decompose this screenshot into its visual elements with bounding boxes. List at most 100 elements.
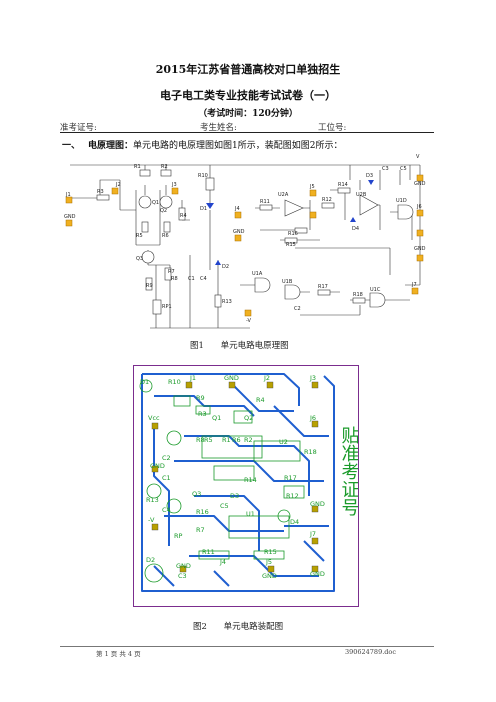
sch-label-c4: C4	[200, 276, 207, 282]
header-rule	[60, 132, 434, 133]
exam-time-note: （考试时间：120分钟）	[198, 109, 298, 119]
sch-label-u1c: U1C	[370, 287, 381, 293]
sch-label-r10: R10	[198, 173, 208, 179]
question-text: 单元电路的电原理图如图1所示，装配图如图2所示：	[133, 141, 343, 151]
pcb-label-j5: J5	[265, 558, 272, 566]
question-number: 一、	[62, 141, 81, 151]
pcb-label-j7: J7	[309, 530, 316, 538]
pcb-label-gnd4: GND	[310, 570, 325, 578]
pcb-label-q3: Q3	[192, 490, 201, 498]
pcb-label-r6: R6	[232, 436, 241, 444]
sch-label-c1: C1	[188, 276, 195, 282]
sch-label-r11: R11	[260, 199, 270, 205]
sch-label-u1d: U1D	[396, 198, 407, 204]
pcb-label-u2: U2	[279, 438, 288, 446]
gate-u1c	[369, 292, 386, 308]
question-1: 一、电原理图：单元电路的电原理图如图1所示，装配图如图2所示：	[62, 138, 343, 151]
pcb-label-c1: C1	[162, 474, 171, 482]
pcb-label-r3: R3	[198, 410, 207, 418]
sch-label-r13: R13	[222, 299, 232, 305]
station-label: 工位号:	[318, 123, 347, 133]
footer-rule	[60, 646, 434, 647]
sch-label-j4: J4	[234, 206, 240, 212]
sch-label-c5: C5	[400, 166, 407, 172]
pcb-label-c5: C5	[220, 502, 229, 510]
page-footer: 第 1 页 共 4 页 390624789.doc	[60, 648, 440, 658]
transistor-q2	[159, 195, 173, 209]
pcb-label-r12: R12	[286, 492, 299, 500]
sch-label-r7: R7	[168, 269, 175, 275]
sch-label-d2: D2	[222, 264, 229, 270]
exam-title: 2015年江苏省普通高校对口单独招生	[155, 63, 341, 76]
transistor-q3	[141, 250, 155, 264]
pcb-layout: D1 R10 J1 GND J2 J3 R9 R4 Vcc R3 Q1 Q2 J…	[139, 373, 360, 592]
pcb-label-vcc: Vcc	[148, 414, 160, 422]
pcb-label-minus-v: -V	[148, 516, 155, 524]
sch-label-r18: R18	[353, 292, 363, 298]
pcb-label-gnd1: GND	[224, 374, 239, 382]
gate-u1d	[397, 204, 414, 220]
sch-label-j6: J6	[416, 204, 422, 210]
page-number: 第 1 页 共 4 页	[96, 650, 141, 658]
figure1-caption-no: 图1	[190, 341, 204, 351]
pcb-label-c4: C4	[162, 506, 171, 514]
pcb-label-d4: D4	[290, 518, 299, 526]
pcb-label-gnd-c3: GND	[176, 562, 191, 570]
opamp-u1a	[284, 199, 304, 217]
pcb-label-r15: R15	[264, 548, 277, 556]
exam-no-label: 准考证号:	[60, 123, 97, 133]
pcb-label-r2: R2	[244, 436, 253, 444]
pcb-label-c3: C3	[178, 572, 187, 580]
sch-label-gnd2: GND	[233, 229, 245, 235]
pcb-label-d2: D2	[146, 556, 155, 564]
pcb-label-gnd2: GND	[150, 462, 165, 470]
sch-label-r17: R17	[318, 284, 328, 290]
pcb-label-r10: R10	[168, 378, 181, 386]
sch-label-r2: R2	[161, 164, 168, 170]
pcb-label-r18: R18	[304, 448, 317, 456]
pcb-label-r1: R1	[222, 436, 231, 444]
pcb-label-j2: J2	[263, 374, 270, 382]
sch-label-q2: Q2	[160, 208, 167, 214]
sch-label-gnd3: GND	[414, 181, 426, 187]
pcb-label-j4: J4	[219, 558, 226, 566]
figure1-caption: 图1 单元电路电原理图	[190, 339, 289, 351]
pcb-label-gnd3: GND	[310, 500, 325, 508]
sch-label-d3: D3	[366, 173, 373, 179]
sch-label-gnd4: GND	[414, 246, 426, 252]
pcb-label-rp: RP	[174, 532, 183, 540]
sch-label-r1: R1	[134, 164, 141, 170]
sch-label-j1: J1	[65, 192, 71, 198]
question-heading: 电原理图：	[88, 141, 134, 151]
gate-u1b	[284, 284, 301, 300]
sch-label-u2a: U2A	[278, 192, 289, 198]
doc-name: 390624789.doc	[344, 648, 396, 656]
sch-label-gnd1: GND	[64, 214, 76, 220]
sch-label-r3: R3	[97, 189, 104, 195]
sch-label-r8: R8	[171, 276, 178, 282]
figure1-caption-text: 单元电路电原理图	[220, 341, 289, 351]
pcb-label-c2: C2	[162, 454, 171, 462]
pcb-label-j3: J3	[309, 374, 316, 382]
sch-label-j5: J5	[309, 184, 315, 190]
sch-label-j7: J7	[411, 282, 417, 288]
pcb-label-j1: J1	[189, 374, 196, 382]
sch-label-d1: D1	[200, 206, 207, 212]
sch-label-j3: J3	[171, 182, 177, 188]
pcb-label-r5: R5	[204, 436, 213, 444]
sch-label-c2: C2	[294, 306, 301, 312]
sch-label-neg-v: -V	[246, 318, 252, 324]
pcb-label-r17: R17	[284, 474, 297, 482]
sch-label-r15: R15	[286, 242, 296, 248]
sch-label-d4: D4	[352, 226, 359, 232]
sch-label-r14: R14	[338, 182, 348, 188]
exam-subtitle: 电子电工类专业技能考试试卷（一）	[160, 89, 336, 102]
sch-label-r9: R9	[146, 283, 153, 289]
gate-u1a	[254, 277, 271, 293]
sch-label-j2: J2	[115, 182, 121, 188]
sch-label-r12: R12	[322, 197, 332, 203]
pcb-label-r14: R14	[244, 476, 257, 484]
opamp-u2b	[359, 194, 379, 216]
figure2-caption: 图2 单元电路装配图	[193, 620, 283, 632]
name-label: 考生姓名:	[200, 123, 237, 133]
